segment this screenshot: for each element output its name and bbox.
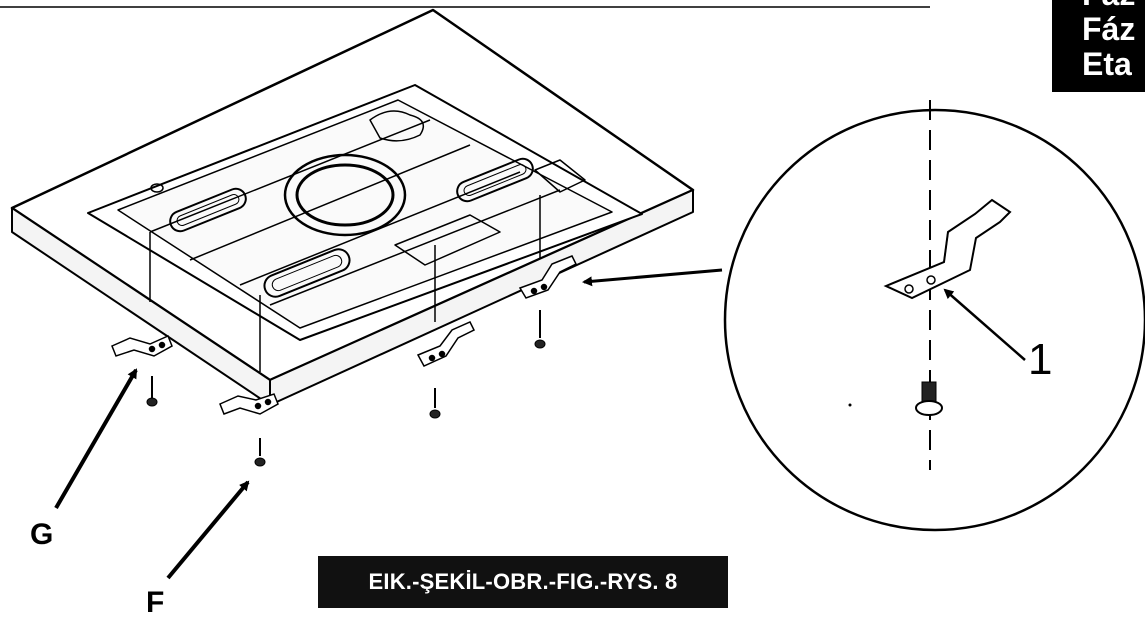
detail-label-1: 1 <box>1028 335 1053 384</box>
bracket-g <box>111 334 173 357</box>
screw-middle <box>429 388 441 419</box>
detail-view <box>723 100 1145 532</box>
screw-g <box>146 376 158 407</box>
phase-line-bottom: Eta <box>1082 46 1132 82</box>
figure-caption: EIK.-ŞEKİL-OBR.-FIG.-RYS. 8 <box>318 556 728 608</box>
callout-label-g: G <box>30 518 54 551</box>
screw-f <box>254 438 266 467</box>
callout-label-f: F <box>146 586 165 619</box>
bracket-right <box>518 255 578 299</box>
phase-box: Faz Fáz Eta <box>1052 0 1145 92</box>
bracket-f <box>219 393 279 415</box>
arrow-f <box>166 480 250 580</box>
phase-line-middle: Fáz <box>1082 11 1136 47</box>
tray-base <box>10 8 695 406</box>
leader-1 <box>943 288 1026 361</box>
phase-line-top: Faz <box>1082 0 1135 10</box>
bracket-middle <box>416 321 476 367</box>
arrow-to-detail <box>582 268 723 287</box>
screw-right <box>534 310 546 349</box>
arrow-g <box>54 368 138 510</box>
